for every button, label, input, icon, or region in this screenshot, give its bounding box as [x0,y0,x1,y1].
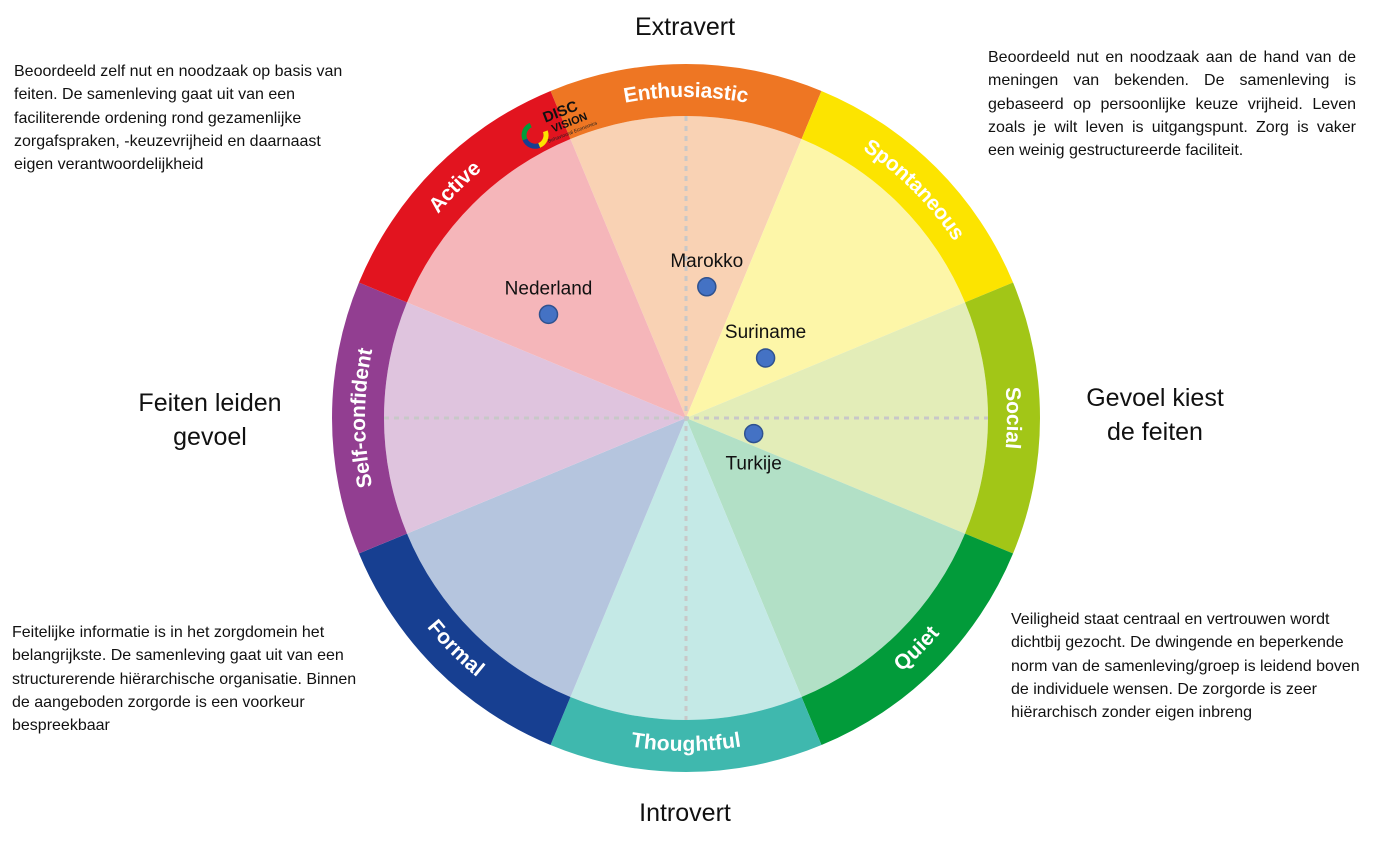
axis-label-right-line2: de feiten [1107,418,1203,446]
country-label-nederland: Nederland [505,278,593,299]
wedge-spontaneous [686,138,966,419]
axis-label-right-line1: Gevoel kiest [1086,384,1224,412]
wedge-quiet [686,418,966,698]
ring-segment-spontaneous [801,90,1014,303]
logo-mark-green [521,121,549,149]
logo-mark-blue [521,121,549,149]
ring-segment-formal [358,533,571,746]
ring-segment-social [965,282,1040,554]
ring-label-thoughtful: Thoughtful [630,728,742,755]
axis-label-extravert: Extravert [634,13,736,41]
note-bottom-left: Feitelijke informatie is in het zorgdome… [12,624,357,735]
axis-label-left-line2: gevoel [173,423,247,451]
wedge-formal [406,418,686,698]
wheel-ring [332,64,1040,772]
country-label-suriname: Suriname [725,322,806,343]
ring-segment-enthusiastic [550,64,822,139]
axis-label-left-line1: Feiten leiden [138,389,282,417]
country-dot-marokko [697,277,717,297]
country-label-marokko: Marokko [670,251,743,272]
country-dot-nederland [538,304,559,325]
ring-segment-quiet [801,533,1014,746]
wedge-active [406,138,686,419]
note-bottom-right: Veiligheid staat centraal en vertrouwen … [1011,611,1360,722]
wheel-axis-lines [384,116,988,720]
note-top-left: Beoordeeld zelf nut en noodzaak op basis… [14,63,343,174]
country-dot-turkije [743,423,764,444]
country-dot-suriname [755,348,776,368]
axis-label-introvert: Introvert [639,799,731,827]
note-top-right: Beoordeeld nut en noodzaak aan de hand v… [988,49,1356,160]
country-label-turkije: Turkije [726,454,782,475]
axis-label-gevoel-kiest-de-feiten: Gevoel kiest de feiten [1045,381,1265,449]
ring-segment-active [358,90,571,303]
ring-label-social: Social [1001,386,1025,450]
ring-segment-self-confident [332,282,407,554]
axis-label-feiten-leiden-gevoel: Feiten leiden gevoel [100,386,320,454]
ring-segment-thoughtful [550,697,822,772]
